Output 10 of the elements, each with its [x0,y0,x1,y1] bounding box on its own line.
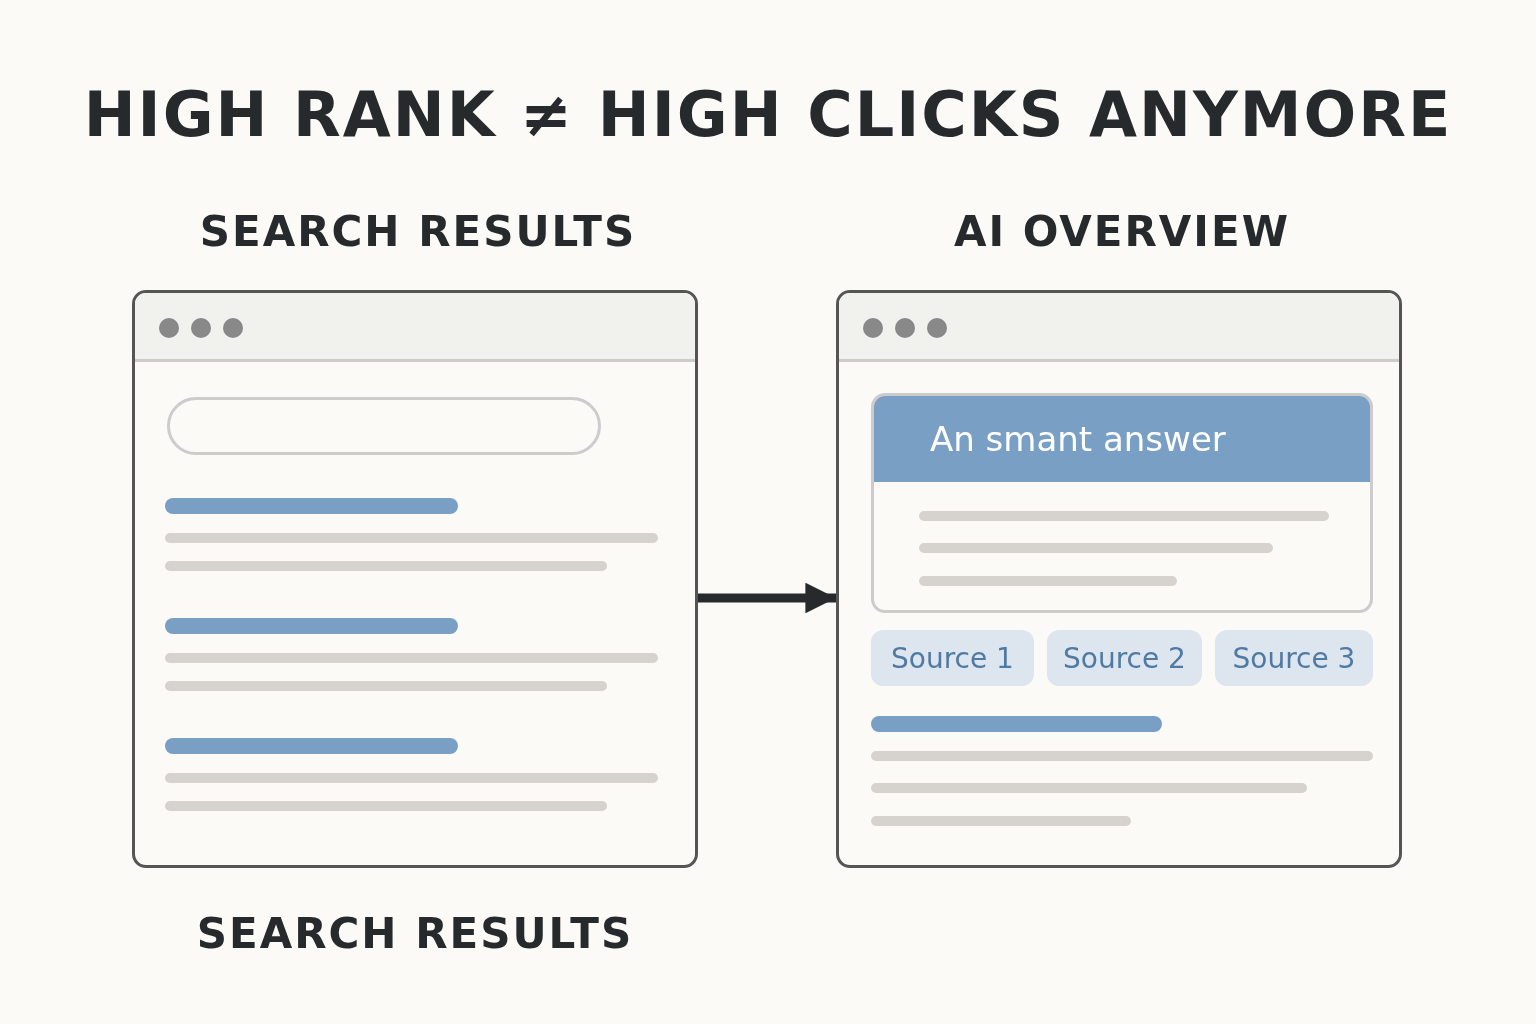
window-heading: SEARCH RESULTS [199,207,637,256]
answer-card [871,393,1373,613]
arrow [698,582,836,614]
source-chip: Source 3 [1215,630,1373,686]
answer-header: An smant answer [874,396,1370,482]
window-heading: AI OVERVIEW [954,207,1290,256]
source-chip: Source 1 [871,630,1034,686]
window-caption: SEARCH RESULTS [196,909,634,958]
title: HIGH RANK ≠ HIGH CLICKS ANYMORE [83,78,1453,151]
source-chip: Source 2 [1047,630,1202,686]
